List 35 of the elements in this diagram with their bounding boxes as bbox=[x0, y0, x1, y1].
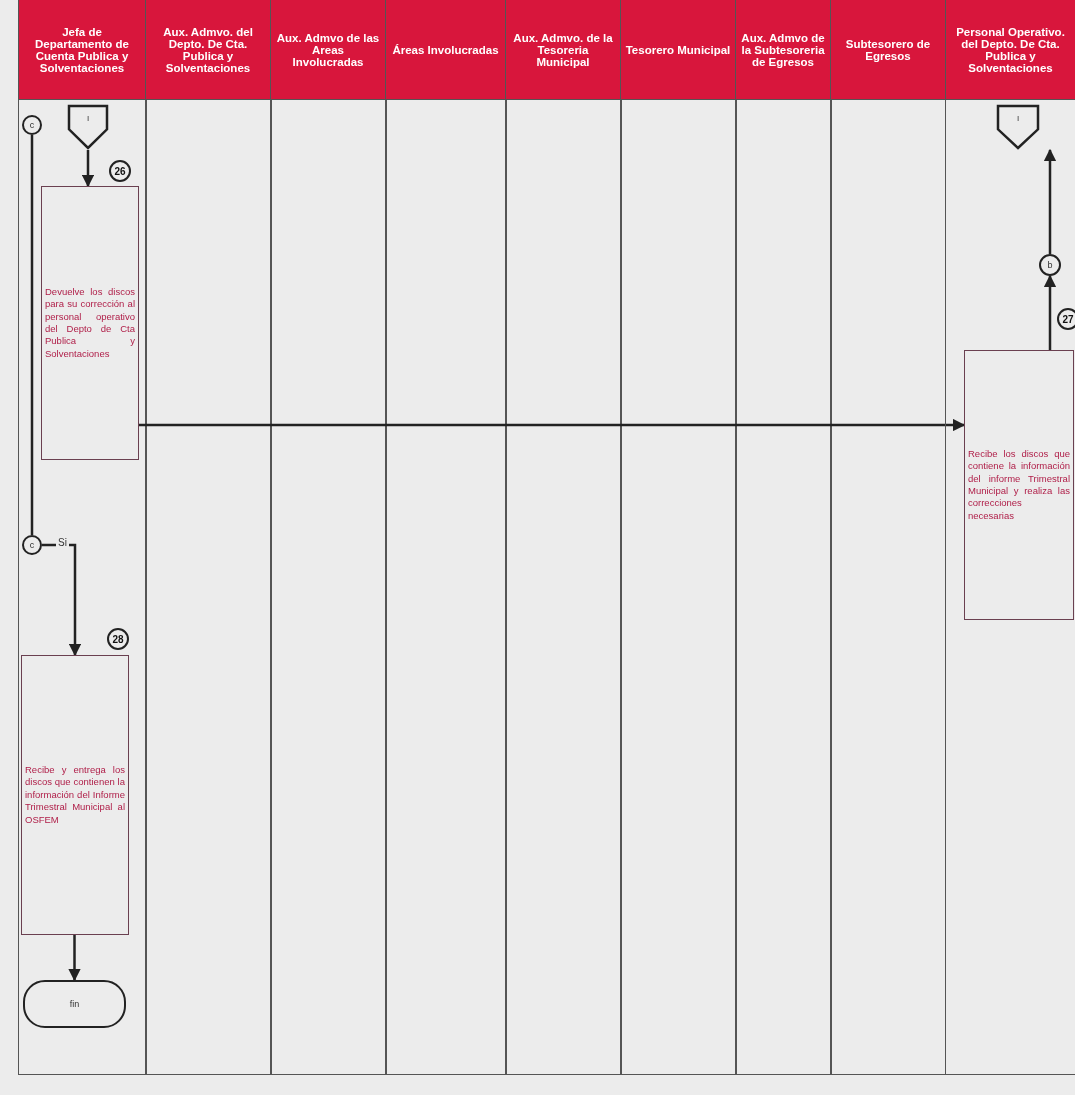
step-number: 28 bbox=[107, 628, 129, 650]
lane-header: Jefa de Departamento de Cuenta Publica y Solventaciones bbox=[19, 0, 145, 100]
step-number: 27 bbox=[1057, 308, 1075, 330]
lane-header: Aux. Admvo. de la Tesoreria Municipal bbox=[506, 0, 620, 100]
arrow bbox=[1043, 148, 1057, 254]
connector-label: I bbox=[1015, 114, 1021, 123]
step-number: 26 bbox=[109, 160, 131, 182]
arrow bbox=[1043, 274, 1057, 350]
process-box bbox=[21, 655, 129, 935]
step-text: Recibe y entrega los discos que contienen la información del Informe Trimestral Municipal al OSFEM bbox=[25, 764, 125, 826]
arrow bbox=[68, 935, 81, 982]
step-text: Devuelve los discos para su corrección al personal operativo del Depto de Cta Publica y Solventaciones bbox=[45, 285, 135, 361]
lane-header: Tesorero Municipal bbox=[621, 0, 735, 100]
process-box bbox=[964, 350, 1074, 620]
lane-header: Aux. Admvo de la Subtesoreria de Egresos bbox=[736, 0, 830, 100]
lane-header: Aux. Admvo. del Depto. De Cta. Publica y Solventaciones bbox=[146, 0, 270, 100]
lane-header: Personal Operativo. del Depto. De Cta. Publica y Solventaciones bbox=[946, 0, 1075, 100]
connector-circle: c bbox=[22, 115, 42, 135]
lane-header: Aux. Admvo de las Areas Involucradas bbox=[271, 0, 385, 100]
swimlane bbox=[18, 0, 145, 1075]
swimlane bbox=[945, 0, 1075, 1075]
arrow bbox=[42, 543, 82, 657]
arrow bbox=[81, 150, 95, 188]
arrow bbox=[139, 418, 966, 432]
process-box bbox=[41, 186, 139, 460]
connector-label: I bbox=[85, 114, 91, 123]
lane-header: Áreas Involucradas bbox=[386, 0, 505, 100]
off-page-connector bbox=[67, 104, 109, 150]
off-page-connector bbox=[996, 104, 1040, 150]
connector-circle: b bbox=[1039, 254, 1061, 276]
connector-circle: c bbox=[22, 535, 42, 555]
edge-label: Si bbox=[56, 537, 69, 548]
step-text: Recibe los discos que contiene la información del informe Trimestral Municipal y realiza las correcciones necesarias bbox=[968, 447, 1070, 523]
terminator: fin bbox=[23, 980, 126, 1028]
lane-header: Subtesorero de Egresos bbox=[831, 0, 945, 100]
